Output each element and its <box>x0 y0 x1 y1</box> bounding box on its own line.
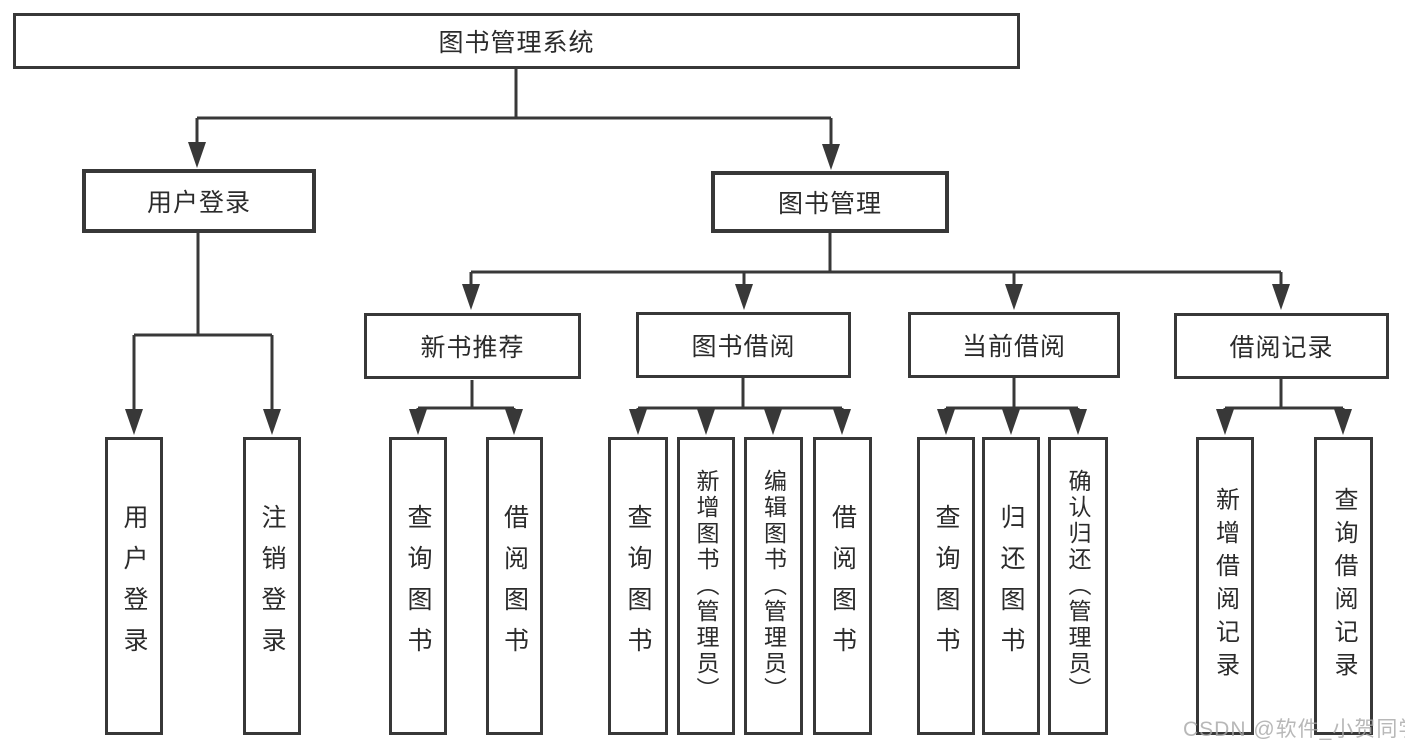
node-current-borrowing: 当前借阅 <box>908 312 1120 378</box>
leaf-borrow-books-recommend: 借阅图书 <box>486 437 543 735</box>
node-new-book-recommend-label: 新书推荐 <box>420 334 525 362</box>
leaf-query-borrow-record: 查询借阅记录 <box>1314 437 1373 735</box>
leaf-user-login-label: 用户登录 <box>120 504 148 668</box>
leaf-return-books: 归还图书 <box>982 437 1040 735</box>
node-book-management-label: 图书管理 <box>777 190 882 218</box>
node-borrowing-records: 借阅记录 <box>1174 313 1389 379</box>
leaf-return-books-label: 归还图书 <box>997 504 1025 668</box>
node-book-borrowing-label: 图书借阅 <box>691 333 796 361</box>
leaf-edit-books-admin-label: 编辑图书（管理员） <box>760 469 787 703</box>
leaf-add-books-admin-label: 新增图书（管理员） <box>693 469 719 703</box>
arrowhead-icons <box>125 142 1352 435</box>
leaf-query-books-borrowing: 查询图书 <box>608 437 668 735</box>
leaf-borrow-books-label: 借阅图书 <box>828 504 857 668</box>
leaf-query-books-current: 查询图书 <box>917 437 975 735</box>
leaf-query-borrow-record-label: 查询借阅记录 <box>1330 487 1357 685</box>
node-book-management: 图书管理 <box>711 171 949 233</box>
leaf-add-books-admin: 新增图书（管理员） <box>677 437 735 735</box>
leaf-logout-label: 注销登录 <box>258 504 286 668</box>
leaf-user-login: 用户登录 <box>105 437 163 735</box>
leaf-add-borrow-record: 新增借阅记录 <box>1196 437 1254 735</box>
leaf-edit-books-admin: 编辑图书（管理员） <box>744 437 803 735</box>
leaf-query-books-current-label: 查询图书 <box>932 504 960 668</box>
leaf-borrow-books: 借阅图书 <box>813 437 872 735</box>
node-root-label: 图书管理系统 <box>438 29 595 57</box>
leaf-query-books-borrowing-label: 查询图书 <box>624 504 652 668</box>
node-borrowing-records-label: 借阅记录 <box>1229 334 1334 362</box>
leaf-query-books-recommend: 查询图书 <box>389 437 447 735</box>
node-current-borrowing-label: 当前借阅 <box>961 333 1066 361</box>
leaf-add-borrow-record-label: 新增借阅记录 <box>1211 487 1239 685</box>
node-root-system: 图书管理系统 <box>13 13 1020 69</box>
leaf-confirm-return-admin: 确认归还（管理员） <box>1048 437 1108 735</box>
node-user-login-label: 用户登录 <box>146 189 251 217</box>
leaf-query-books-recommend-label: 查询图书 <box>404 504 432 668</box>
leaf-confirm-return-admin-label: 确认归还（管理员） <box>1065 469 1091 703</box>
node-user-login: 用户登录 <box>82 169 316 233</box>
leaf-logout: 注销登录 <box>243 437 301 735</box>
leaf-borrow-books-recommend-label: 借阅图书 <box>500 504 529 668</box>
node-new-book-recommend: 新书推荐 <box>364 313 581 379</box>
csdn-watermark: CSDN @软件_小贺同学 <box>1183 718 1405 741</box>
node-book-borrowing: 图书借阅 <box>636 312 851 378</box>
